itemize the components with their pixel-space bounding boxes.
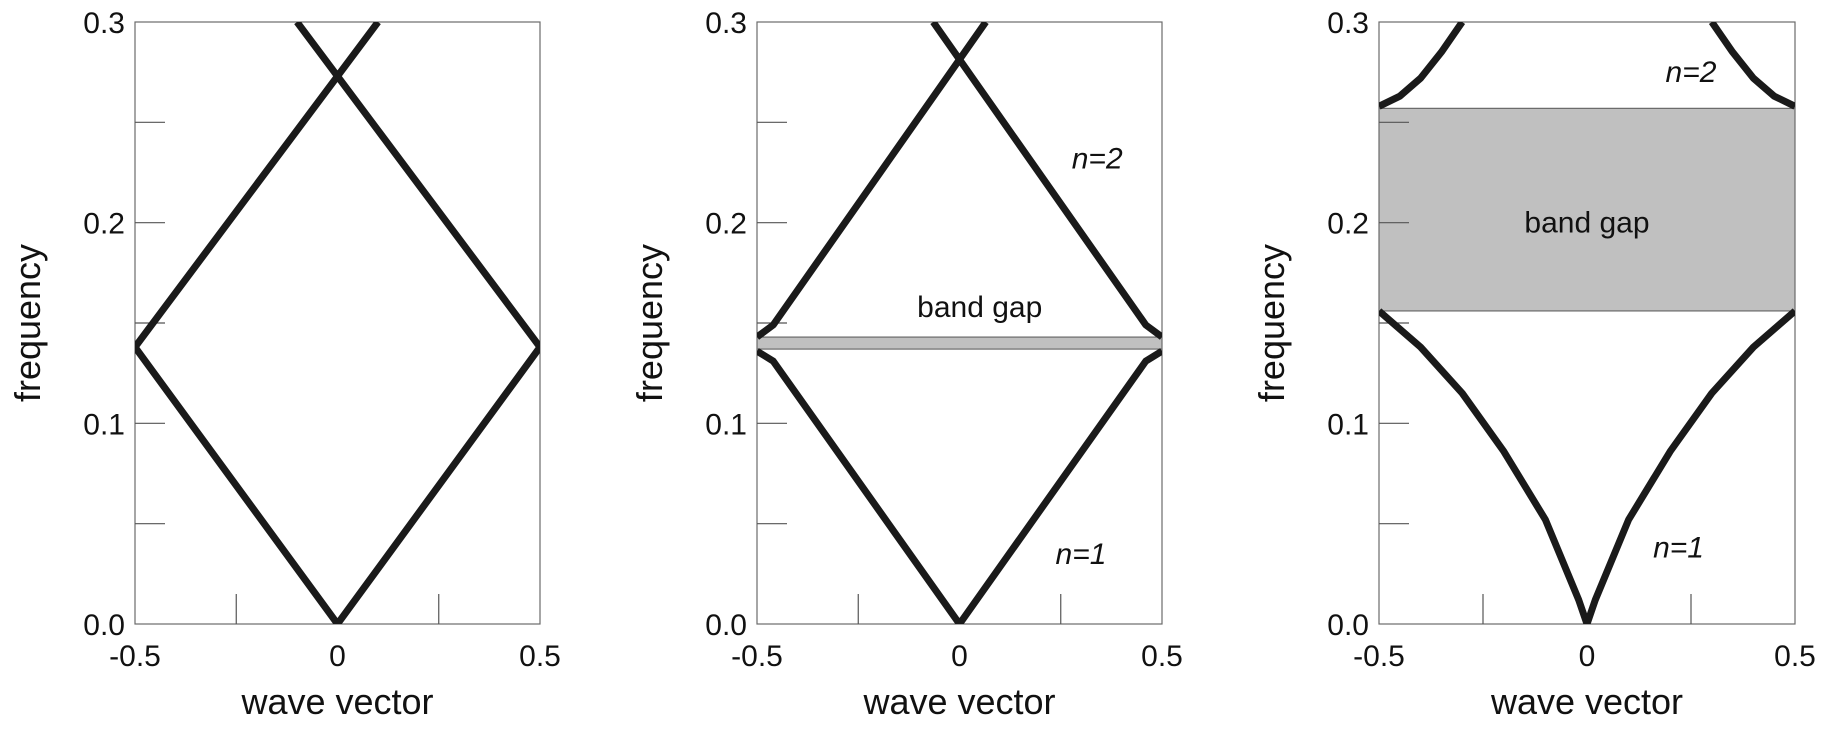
x-tick-label: 0 [329, 640, 346, 673]
y-tick-label: 0.2 [705, 208, 747, 241]
dispersion-curve-2 [1583, 308, 1795, 624]
y-tick-label: 0.1 [705, 408, 747, 441]
x-tick-label: 0.5 [1774, 640, 1816, 673]
dispersion-curve-3 [930, 22, 1162, 340]
y-tick-label: 0.1 [83, 408, 125, 441]
x-tick-label: 0.5 [1141, 640, 1183, 673]
chart-panel-3: 0.0 0.1 0.2 0.3 -0.5 0 0.5 wave vector frequency… [1251, 7, 1816, 722]
dispersion-curve-1 [135, 22, 381, 624]
band-gap-label: band gap [1524, 207, 1649, 240]
dispersion-curve-4 [1708, 22, 1795, 110]
band-index-label: n=1 [1653, 532, 1704, 565]
band-index-label: n=2 [1072, 142, 1123, 175]
y-tick-label: 0.1 [1327, 408, 1369, 441]
x-tick-label: 0 [1579, 640, 1596, 673]
y-tick-label: 0.3 [705, 7, 747, 40]
y-axis-title: frequency [629, 244, 670, 402]
dispersion-curve-1 [757, 348, 1162, 624]
x-tick-label: -0.5 [109, 640, 161, 673]
band-gap-region [1378, 107, 1796, 312]
band-gap-label: band gap [917, 291, 1042, 324]
y-tick-label: 0.3 [1327, 7, 1369, 40]
dispersion-curve-1 [1379, 308, 1591, 624]
dispersion-curve-2 [757, 22, 989, 340]
x-axis-title: wave vector [1490, 681, 1683, 722]
x-tick-label: 0 [951, 640, 968, 673]
band-gap-region [756, 336, 1163, 350]
band-index-label: n=1 [1056, 538, 1107, 571]
chart-panel-2: 0.0 0.1 0.2 0.3 -0.5 0 0.5 wave vector frequency… [629, 7, 1183, 722]
x-tick-label: -0.5 [731, 640, 783, 673]
x-tick-label: 0.5 [519, 640, 561, 673]
y-axis-title: frequency [1251, 244, 1292, 402]
x-axis-title: wave vector [862, 681, 1055, 722]
y-tick-label: 0.2 [1327, 208, 1369, 241]
band-index-label: n=2 [1666, 56, 1717, 89]
y-tick-label: 0.3 [83, 7, 125, 40]
x-axis-title: wave vector [240, 681, 433, 722]
y-axis-title: frequency [7, 244, 48, 402]
y-tick-label: 0.2 [83, 208, 125, 241]
x-tick-label: -0.5 [1353, 640, 1405, 673]
dispersion-curve-3 [1379, 22, 1466, 110]
dispersion-curve-2 [294, 22, 540, 624]
chart-panel-1: 0.0 0.1 0.2 0.3 -0.5 0 0.5 wave vector frequency [7, 7, 561, 722]
y-tick-label: 0.0 [1327, 609, 1369, 642]
y-tick-label: 0.0 [83, 609, 125, 642]
plot-frame [134, 21, 541, 625]
y-tick-label: 0.0 [705, 609, 747, 642]
